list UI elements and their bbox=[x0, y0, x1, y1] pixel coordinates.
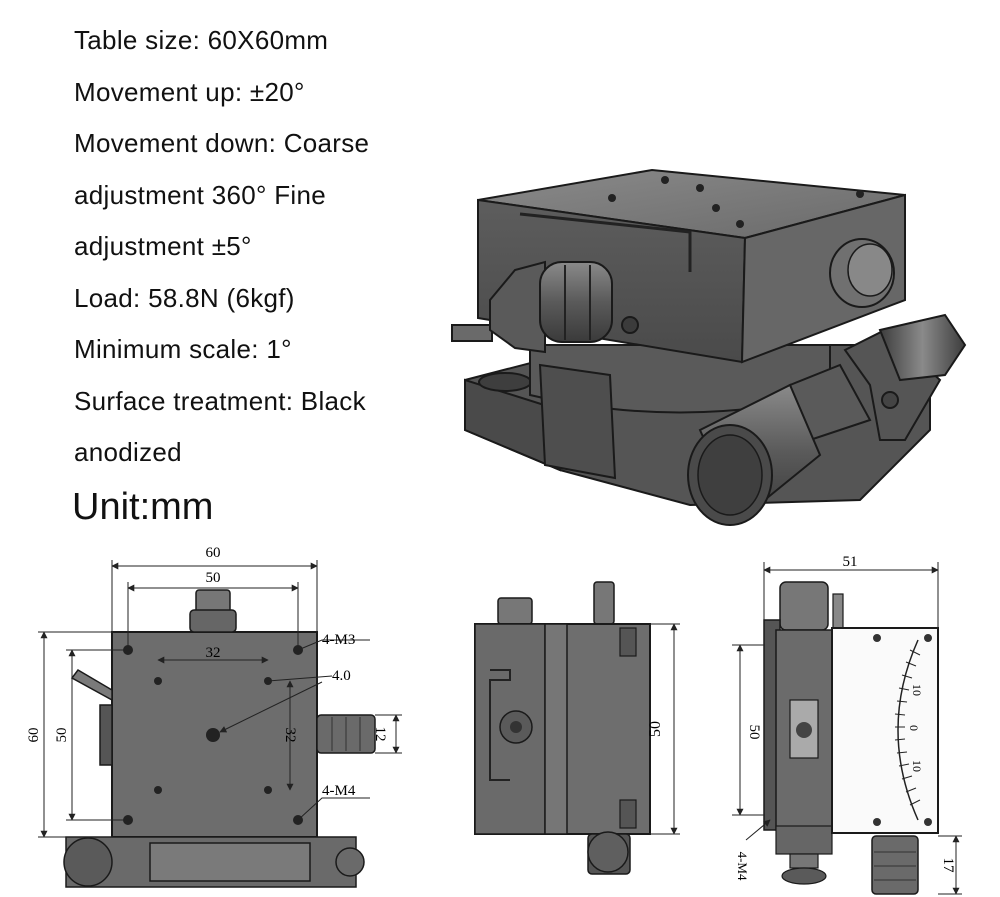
spec-surface-treatment: Surface treatment: Black bbox=[74, 385, 366, 416]
callout-4-m3: 4-M3 bbox=[322, 632, 355, 648]
dim-top-hole-spacing-y: 32 bbox=[282, 728, 298, 743]
top-view-micrometer bbox=[65, 836, 357, 888]
dim-end-height: 50 bbox=[746, 725, 762, 740]
dim-top-width-inner: 50 bbox=[206, 570, 221, 586]
dim-end-knob: 17 bbox=[940, 858, 956, 874]
table-side-knob bbox=[829, 238, 895, 308]
top-view-drawing: 60 50 32 60 50 32 12 4-M3 4.0 4-M4 bbox=[26, 545, 402, 888]
side-view-drawing: 50 bbox=[474, 581, 680, 875]
dim-side-height: 50 bbox=[647, 721, 664, 737]
spec-minimum-scale: Minimum scale: 1° bbox=[74, 334, 292, 364]
side-view-body bbox=[474, 623, 651, 835]
dim-top-hole-spacing-x: 32 bbox=[206, 645, 221, 661]
dim-top-width-outer: 60 bbox=[206, 545, 221, 561]
stage-3d-rendering bbox=[451, 168, 967, 526]
scale-label-zero: 0 bbox=[907, 725, 921, 731]
dim-top-knob: 12 bbox=[372, 727, 388, 742]
tilt-adjustment-knob bbox=[451, 260, 613, 354]
callout-4-m4-end: 4-M4 bbox=[735, 852, 750, 881]
spec-fine-adjustment: adjustment ±5° bbox=[74, 231, 252, 261]
unit-label: Unit:mm bbox=[72, 486, 214, 528]
callout-center-hole: 4.0 bbox=[332, 668, 351, 684]
dim-end-width: 51 bbox=[843, 554, 858, 570]
spec-table-size: Table size: 60X60mm bbox=[74, 25, 329, 55]
scale-label-upper: 10 bbox=[910, 684, 924, 696]
spec-movement-up: Movement up: ±20° bbox=[74, 76, 305, 107]
spec-anodized: anodized bbox=[74, 437, 182, 467]
end-view-drawing: 10 0 10 51 50 17 4-M4 bbox=[732, 554, 962, 895]
spec-movement-down: Movement down: Coarse bbox=[74, 128, 370, 158]
top-view-table bbox=[111, 631, 318, 838]
end-view-scale-plate bbox=[831, 627, 939, 834]
scale-label-lower: 10 bbox=[910, 760, 924, 772]
callout-4-m4-top: 4-M4 bbox=[322, 783, 356, 799]
rotation-micrometer bbox=[687, 313, 967, 526]
rotary-ring bbox=[529, 344, 831, 480]
dim-top-height-inner: 50 bbox=[54, 728, 70, 743]
spec-list: Table size: 60X60mm Movement up: ±20° Mo… bbox=[74, 18, 369, 482]
end-view-body bbox=[775, 629, 833, 831]
spec-load: Load: 58.8N (6kgf) bbox=[74, 282, 295, 313]
dim-top-height-outer: 60 bbox=[26, 728, 42, 743]
spec-coarse-adjustment: adjustment 360° Fine bbox=[74, 179, 326, 210]
